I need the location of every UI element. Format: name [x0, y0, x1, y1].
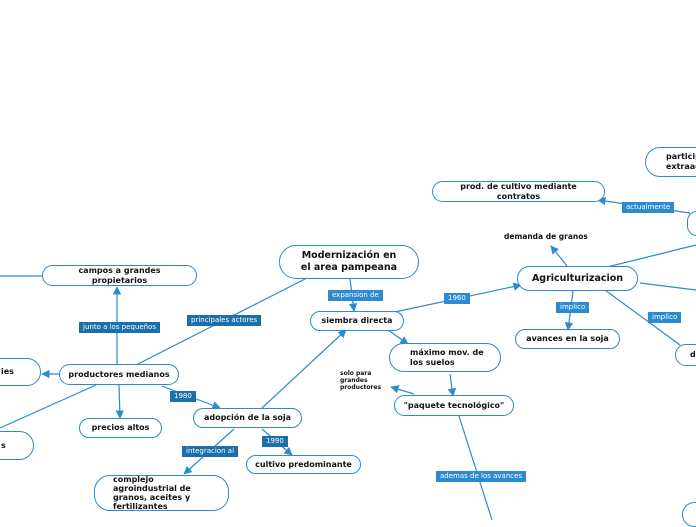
bottom-right-edge-node[interactable]	[682, 502, 696, 527]
link-agri-right-2	[639, 282, 696, 291]
tag-1980[interactable]: 1980	[170, 391, 196, 402]
cultivo-predominante-node[interactable]: cultivo predominante	[246, 455, 361, 474]
siembra-directa-node[interactable]: siembra directa	[310, 311, 404, 331]
right-edge-node-d[interactable]: d	[675, 344, 696, 366]
tag-1990[interactable]: 1990	[262, 436, 288, 447]
productores-medianos-node[interactable]: productores medianos	[59, 364, 179, 385]
tag-expansion-de[interactable]: expansion de	[328, 290, 383, 301]
link-medianos-precios	[115, 384, 124, 419]
tag-ademas-avances[interactable]: ademas de los avances	[436, 471, 527, 482]
right-edge-node-1[interactable]	[687, 211, 696, 236]
link-siembra-maximo	[387, 329, 409, 345]
precios-altos-node[interactable]: precios altos	[79, 418, 162, 438]
link-agri-right-3	[604, 289, 681, 346]
paquete-tecnologico-node[interactable]: "paquete tecnológico"	[394, 395, 514, 416]
modernizacion-topic[interactable]: Modernización en el area pampeana	[279, 245, 419, 279]
link-agri-right-1	[602, 244, 696, 269]
adopcion-soja-node[interactable]: adopción de la soja	[193, 408, 302, 428]
link-paquete-solo	[390, 385, 415, 395]
left-edge-node-ies[interactable]: ies	[0, 358, 41, 386]
agriculturizacion-node[interactable]: Agriculturizacion	[517, 266, 638, 291]
demanda-granos-label: demanda de granos	[504, 232, 588, 241]
tag-junto-pequenos[interactable]: junto a los pequeños	[79, 322, 160, 333]
tag-implico-right[interactable]: implico	[648, 312, 682, 323]
tag-integracion-al[interactable]: integracion al	[182, 446, 239, 457]
participacion-node[interactable]: particip extraag	[645, 147, 696, 177]
tag-implico-avances[interactable]: implico	[556, 302, 590, 313]
link-paquete-down	[458, 415, 493, 520]
complejo-agroindustrial-node[interactable]: complejo agroindustrial de granos, aceit…	[94, 475, 229, 511]
link-medianos-s	[0, 384, 97, 429]
avances-soja-node[interactable]: avances en la soja	[515, 329, 620, 349]
link-maximo-paquete	[447, 373, 457, 397]
solo-grandes-label: solo para grandes productores	[340, 370, 382, 391]
campos-node[interactable]: campos a grandes propietarios	[42, 265, 197, 286]
tag-1960[interactable]: 1960	[444, 293, 470, 304]
tag-actualmente[interactable]: actualmente	[622, 202, 675, 213]
tag-principales-actores[interactable]: principales actores	[187, 315, 262, 326]
contratos-node[interactable]: prod. de cultivo mediante contratos	[432, 181, 605, 202]
maximo-mov-node[interactable]: máximo mov. de los suelos	[389, 343, 501, 372]
link-agri-demanda	[550, 245, 568, 267]
left-edge-node-s[interactable]: s	[0, 431, 34, 460]
link-adopcion-siembra	[261, 329, 347, 409]
